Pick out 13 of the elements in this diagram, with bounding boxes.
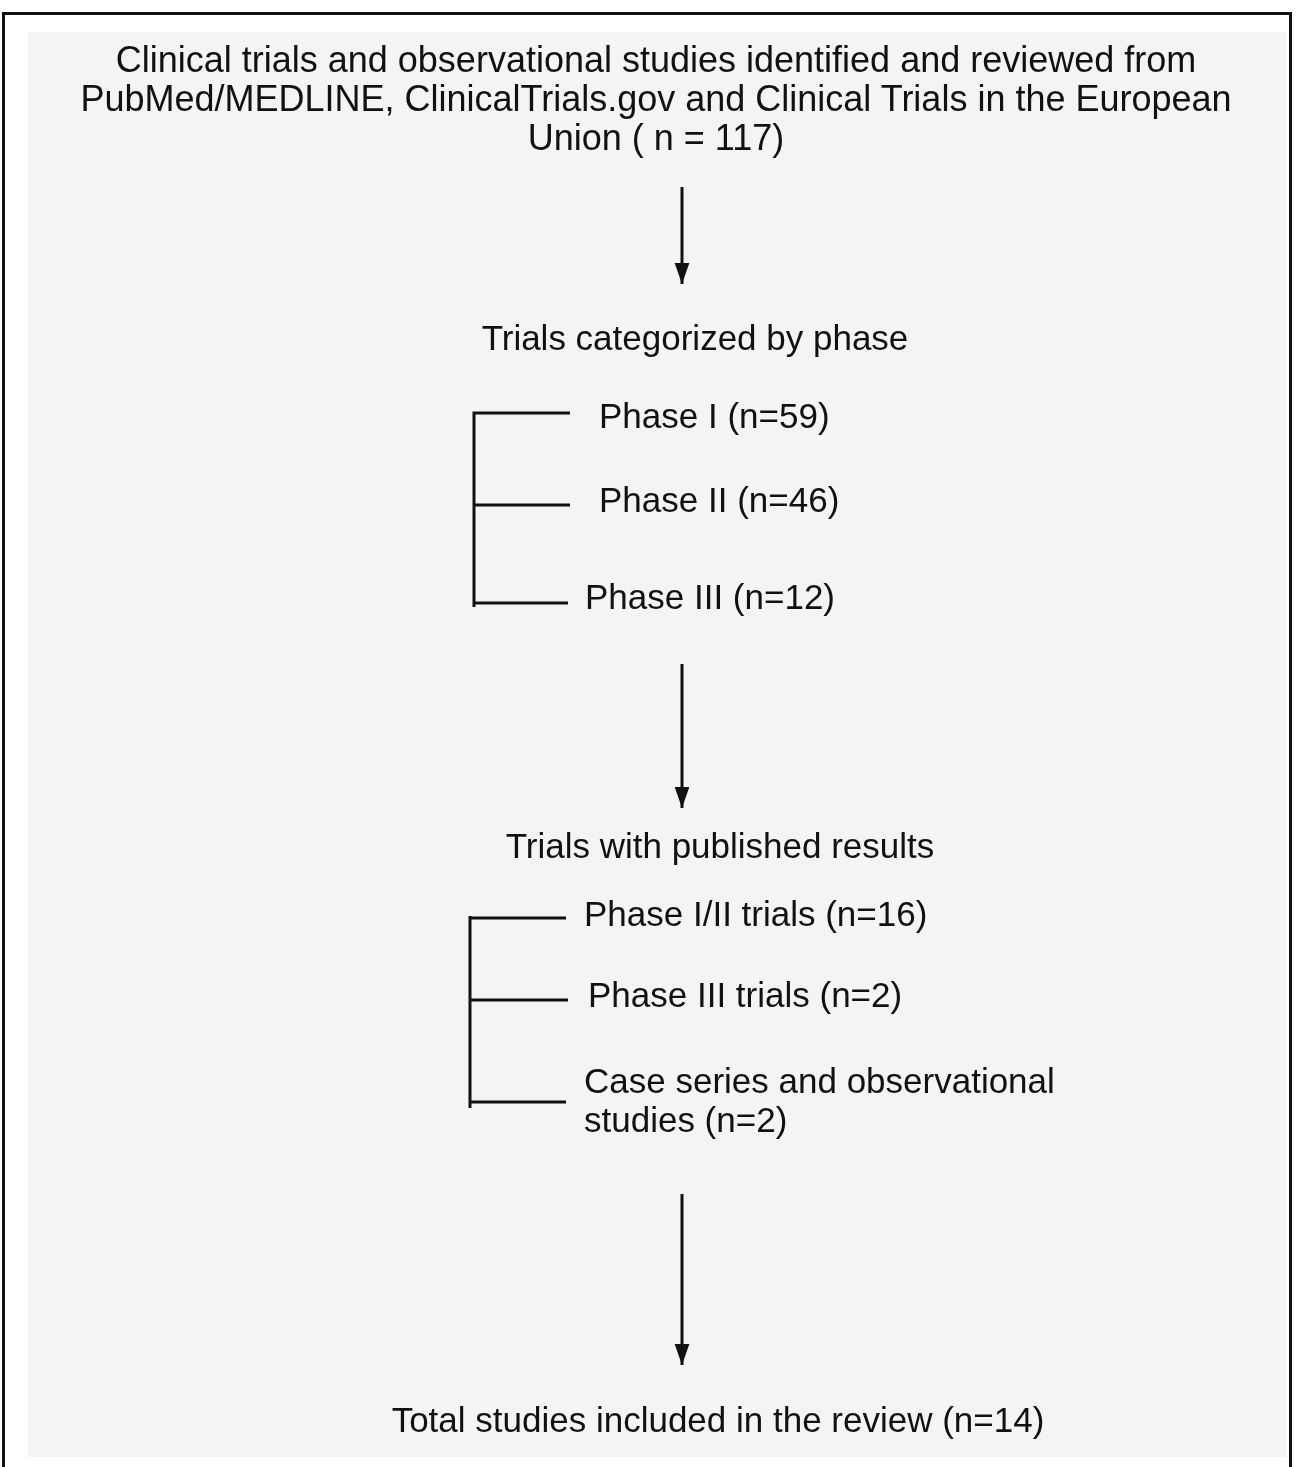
step-text: Phase III trials (n=2) [588,975,904,1014]
step-text: Trials categorized by phase [480,318,910,357]
step-text: Trials with published results [504,826,936,865]
step-text: Total studies included in the review (n=14) [390,1400,1046,1439]
step-text: Phase III (n=12) [585,577,836,616]
arrow [674,664,690,808]
step-text: Phase I/II trials (n=16) [584,894,929,933]
step-text: Phase I (n=59) [599,396,831,435]
arrow [674,1194,690,1365]
step-text: Case series and observational studies (n=2) [584,1061,1056,1139]
arrow [674,187,690,284]
step-text: Clinical trials and observational studies identified and reviewed from PubMed/MEDLINE, ClinicalTrials.gov and Clinical Trials in the European Union ( n = 117) [79,40,1233,157]
step-text: Phase II (n=46) [599,480,841,519]
